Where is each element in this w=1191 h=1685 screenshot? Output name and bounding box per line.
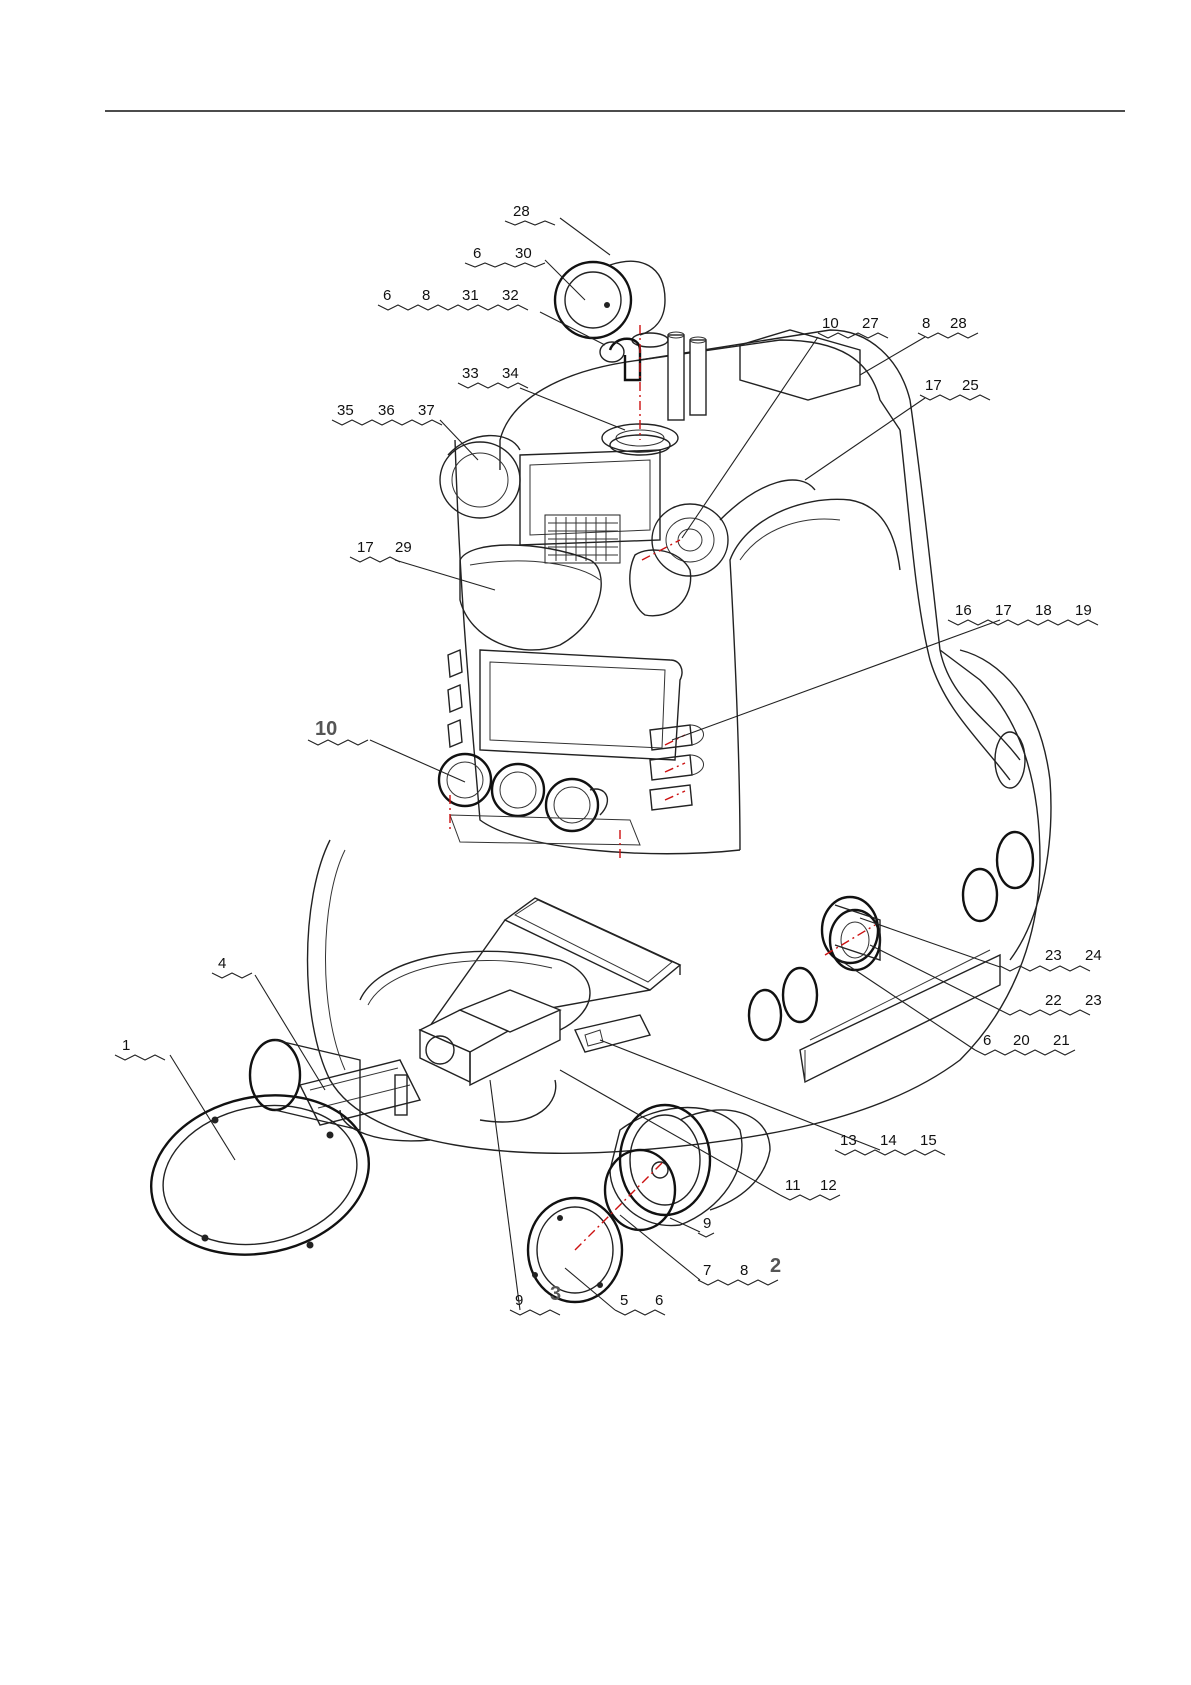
callout-label: 20: [1013, 1032, 1030, 1049]
callout-label: 6: [655, 1292, 663, 1309]
callout-label: 6: [983, 1032, 991, 1049]
callout-1: 1: [115, 1037, 165, 1060]
callout-label: 19: [1075, 602, 1092, 619]
callout-label: 8: [422, 287, 430, 304]
end-flange-assembly: [528, 1105, 770, 1302]
callout-label: 23: [1045, 947, 1062, 964]
callout-label: 5: [620, 1292, 628, 1309]
callout-label: 36: [378, 402, 395, 419]
callout-7-8-2: 7 8 2: [698, 1255, 781, 1285]
callout-label: 2: [770, 1255, 781, 1277]
callout-label: 10: [315, 718, 337, 740]
callout-label: 28: [513, 203, 530, 220]
callout-9-3: 9 3: [510, 1283, 561, 1315]
end-cap-door: [136, 1040, 384, 1274]
callout-label: 35: [337, 402, 354, 419]
callout-label: 16: [955, 602, 972, 619]
callout-23-24: 23 24: [1000, 947, 1102, 971]
callout-label: 34: [502, 365, 519, 382]
callouts: 28 6 30 6 8 31 32 10 27 8 28: [115, 203, 1102, 1315]
callout-label: 14: [880, 1132, 897, 1149]
callout-label: 37: [418, 402, 435, 419]
callout-label: 3: [550, 1283, 561, 1305]
callout-label: 32: [502, 287, 519, 304]
callout-10-27: 10 27: [818, 315, 888, 338]
callout-label: 11: [785, 1177, 801, 1194]
callout-label: 6: [383, 287, 391, 304]
callout-10: 10: [308, 718, 368, 745]
electronics-tray: [300, 898, 680, 1141]
callout-label: 17: [995, 602, 1012, 619]
callout-label: 4: [218, 955, 226, 972]
callout-label: 31: [462, 287, 479, 304]
callout-6-20-21: 6 20 21: [975, 1032, 1075, 1055]
callout-label: 27: [862, 315, 879, 332]
front-grille: [545, 515, 620, 563]
callout-label: 8: [740, 1262, 748, 1279]
callout-label: 17: [357, 539, 374, 556]
callout-6-30: 6 30: [465, 245, 545, 267]
callout-35-36-37: 35 36 37: [332, 402, 442, 425]
callout-9-flange: 9: [698, 1215, 714, 1237]
callout-17-29: 17 29: [350, 539, 412, 562]
callout-13-14-15: 13 14 15: [835, 1132, 945, 1155]
callout-label: 25: [962, 377, 979, 394]
callout-label: 9: [515, 1292, 523, 1309]
callout-label: 8: [922, 315, 930, 332]
callout-label: 10: [822, 315, 839, 332]
callout-label: 15: [920, 1132, 937, 1149]
callout-11-12: 11 12: [780, 1177, 840, 1200]
assembly-axis-lines: [450, 325, 875, 1250]
callout-16-17-18-19: 16 17 18 19: [948, 602, 1098, 625]
callout-label: 12: [820, 1177, 837, 1194]
callout-label: 33: [462, 365, 479, 382]
callout-6-8-31-32: 6 8 31 32: [378, 287, 528, 310]
callout-label: 23: [1085, 992, 1102, 1009]
callout-label: 28: [950, 315, 967, 332]
front-gauges: [439, 754, 607, 831]
callout-label: 18: [1035, 602, 1052, 619]
callout-22-23: 22 23: [1000, 992, 1102, 1015]
callout-label: 13: [840, 1132, 857, 1149]
callout-label: 22: [1045, 992, 1062, 1009]
leader-lines: [170, 218, 1000, 1310]
callout-label: 21: [1053, 1032, 1070, 1049]
callout-label: 30: [515, 245, 532, 262]
callout-label: 9: [703, 1215, 711, 1232]
callout-label: 24: [1085, 947, 1102, 964]
callout-33-34: 33 34: [458, 365, 528, 388]
callout-4: 4: [212, 955, 252, 978]
callout-17-25: 17 25: [920, 377, 990, 400]
callout-5-6: 5 6: [615, 1292, 665, 1315]
callout-label: 17: [925, 377, 942, 394]
callout-label: 1: [122, 1037, 130, 1054]
callout-8-28: 8 28: [918, 315, 978, 338]
callout-label: 7: [703, 1262, 711, 1279]
callout-label: 29: [395, 539, 412, 556]
callout-28-top: 28: [505, 203, 555, 225]
callout-label: 6: [473, 245, 481, 262]
